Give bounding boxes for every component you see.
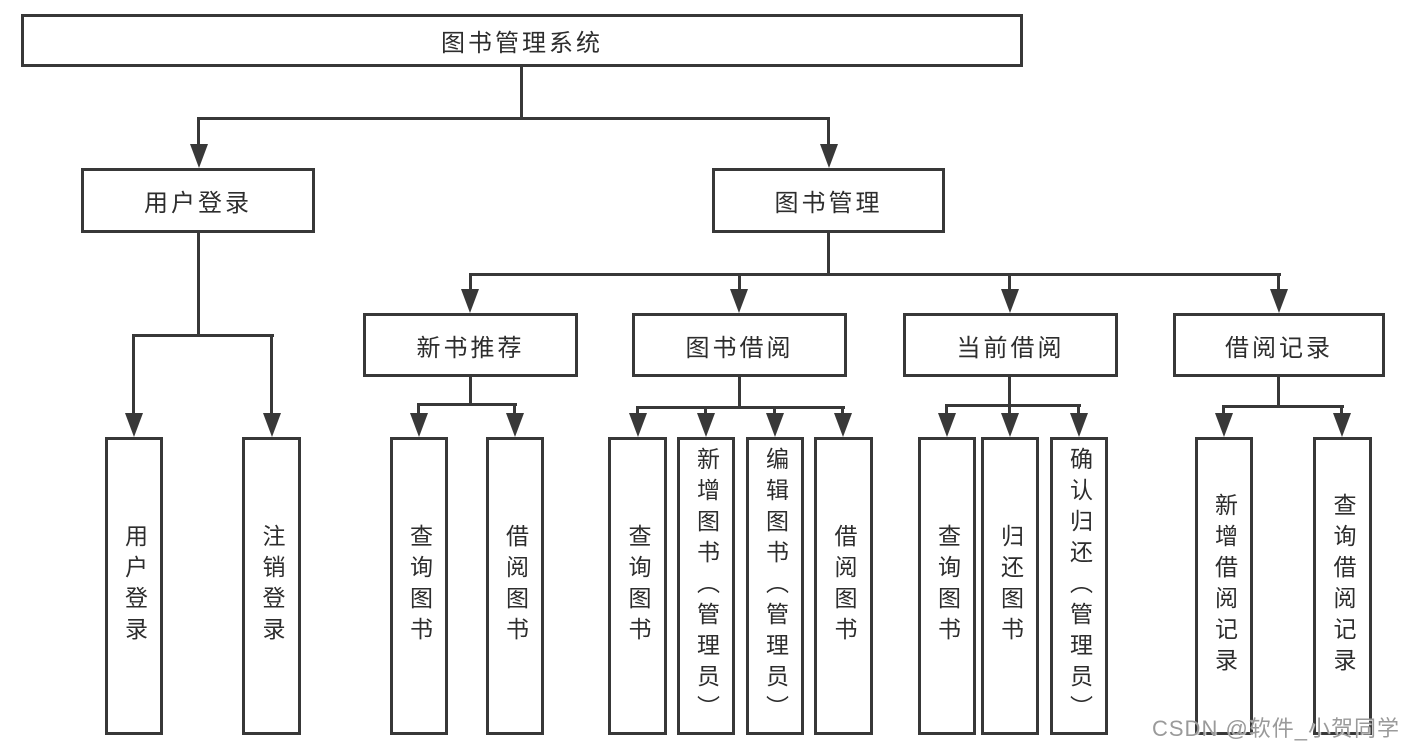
node-label: 查询图书 [934,524,961,648]
leaf-edit-book-admin: 编辑图书（管理员） [746,437,804,735]
arrow-down-icon [1215,413,1233,437]
node-label: 用户登录 [144,190,252,217]
node-label: 图书管理 [774,190,883,217]
arrow-down-icon [125,413,143,437]
connector-branch-current [945,404,1081,407]
connector-drop [945,404,948,413]
node-label: 图书管理系统 [441,30,603,57]
connector-drop [1008,404,1011,413]
leaf-add-book-admin: 新增图书（管理员） [677,437,735,735]
arrow-down-icon [1333,413,1351,437]
leaf-add-borrow-record: 新增借阅记录 [1195,437,1253,735]
leaf-query-books-3: 查询图书 [918,437,976,735]
leaf-query-books-1: 查询图书 [390,437,448,735]
connector-drop [827,117,830,144]
connector-drop [841,406,844,413]
connector-drop [704,406,707,413]
node-library-management-system: 图书管理系统 [21,14,1023,67]
node-borrowing-records: 借阅记录 [1173,313,1385,377]
connector-borrowing-stub [738,375,741,409]
leaf-logout: 注销登录 [242,437,301,735]
connector-branch-level3 [469,273,1281,276]
connector-drop [197,117,200,144]
connector-drop [1077,404,1080,413]
node-label: 新增借阅记录 [1211,493,1238,679]
connector-drop [1340,405,1343,413]
node-current-borrowing: 当前借阅 [903,313,1118,377]
node-label: 编辑图书（管理员） [762,446,789,726]
node-book-management: 图书管理 [712,168,945,233]
arrow-down-icon [263,413,281,437]
leaf-borrow-books-2: 借阅图书 [814,437,873,735]
arrow-down-icon [506,413,524,437]
connector-drop [417,403,420,413]
node-label: 查询图书 [625,524,651,648]
connector-branch-level1 [197,117,830,120]
node-label: 注销登录 [259,524,285,648]
node-label: 借阅图书 [831,524,857,648]
leaf-borrow-books-1: 借阅图书 [486,437,544,735]
connector-drop [513,403,516,413]
node-label: 借阅图书 [502,524,529,648]
node-label: 新增图书（管理员） [693,446,720,726]
node-label: 图书借阅 [685,334,794,362]
connector-drop [773,406,776,413]
connector-newbook-stub [469,375,472,406]
node-user-login-group: 用户登录 [81,168,315,233]
node-label: 归还图书 [997,524,1024,648]
leaf-confirm-return-admin: 确认归还（管理员） [1050,437,1108,735]
node-book-borrowing: 图书借阅 [632,313,847,377]
leaf-user-login: 用户登录 [105,437,163,735]
arrow-down-icon [1070,413,1088,437]
watermark: CSDN @软件_小贺同学 [1152,716,1401,741]
arrow-down-icon [938,413,956,437]
node-label: 确认归还（管理员） [1066,446,1093,726]
connector-userlogin-stub [197,232,200,336]
connector-drop [636,406,639,413]
node-new-book-recommend: 新书推荐 [363,313,578,377]
arrow-down-icon [1270,289,1288,313]
leaf-query-borrow-record: 查询借阅记录 [1313,437,1372,735]
arrow-down-icon [410,413,428,437]
connector-drop [1277,273,1280,291]
node-label: 当前借阅 [956,334,1065,362]
connector-branch-records [1222,405,1344,408]
arrow-down-icon [461,289,479,313]
connector-drop [132,334,135,413]
connector-current-stub [1008,375,1011,407]
arrow-down-icon [697,413,715,437]
arrow-down-icon [820,144,838,168]
node-label: 新书推荐 [416,334,525,362]
connector-drop [738,273,741,291]
connector-drop [469,273,472,291]
connector-bookmgmt-stub [827,232,830,276]
arrow-down-icon [766,413,784,437]
connector-branch-borrowing [636,406,845,409]
arrow-down-icon [190,144,208,168]
arrow-down-icon [1001,289,1019,313]
connector-branch-newbook [417,403,517,406]
node-label: 借阅记录 [1225,334,1333,362]
leaf-query-books-2: 查询图书 [608,437,667,735]
arrow-down-icon [834,413,852,437]
node-label: 查询图书 [406,524,433,648]
connector-drop [1008,273,1011,291]
arrow-down-icon [1001,413,1019,437]
connector-branch-userlogin [132,334,274,337]
node-label: 查询借阅记录 [1330,493,1356,679]
connector-root-stub [520,66,523,119]
leaf-return-book: 归还图书 [981,437,1039,735]
connector-records-stub [1277,375,1280,408]
connector-drop [1222,405,1225,413]
node-label: 用户登录 [121,524,148,648]
connector-drop [270,334,273,413]
arrow-down-icon [730,289,748,313]
arrow-down-icon [629,413,647,437]
